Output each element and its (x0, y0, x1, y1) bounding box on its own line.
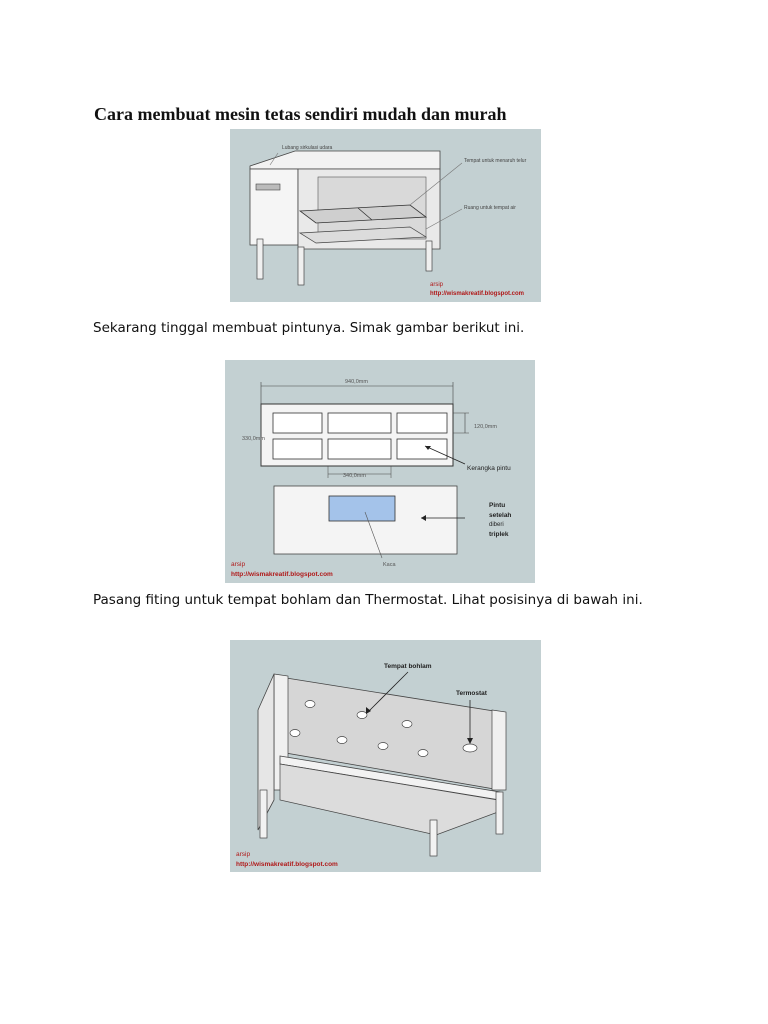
dim-bottom: 340,0mm (343, 473, 366, 479)
dim-height: 330,0mm (242, 436, 265, 442)
door-frame-drawing: 940,0mm 330,0mm 120,0mm 340,0mm Kerangka… (231, 379, 511, 578)
credit-url: http://wismakreatif.blogspot.com (430, 291, 524, 297)
document-title: Cara membuat mesin tetas sendiri mudah d… (94, 104, 507, 124)
label-water-tray: Ruang untuk tempat air (464, 205, 516, 211)
credit-archive: arsip (430, 282, 444, 288)
figure-door-frame: 940,0mm 330,0mm 120,0mm 340,0mm Kerangka… (225, 360, 535, 583)
credit-archive: arsip (236, 851, 250, 858)
bulb-placement-drawing: Tempat bohlam Termostat arsip http://wis… (236, 663, 507, 868)
label-vent: Lubang sirkulasi udara (282, 145, 333, 151)
thermostat (462, 743, 478, 753)
label-thermostat: Termostat (456, 690, 488, 697)
figure-bulb-placement: Tempat bohlam Termostat arsip http://wis… (230, 640, 541, 872)
credit-url: http://wismakreatif.blogspot.com (231, 571, 333, 578)
credit-url: http://wismakreatif.blogspot.com (236, 861, 338, 868)
label-egg-tray: Tempat untuk menaruh telur (464, 158, 527, 164)
label-door-line4: triplek (489, 531, 509, 538)
bulb-holders (289, 700, 429, 757)
label-door-frame: Kerangka pintu (467, 465, 511, 472)
paragraph-fitting: Pasang fiting untuk tempat bohlam dan Th… (93, 592, 643, 608)
label-door-line1: Pintu (489, 502, 505, 509)
dim-width: 940,0mm (345, 379, 368, 385)
paragraph-door: Sekarang tinggal membuat pintunya. Simak… (93, 320, 525, 336)
label-glass: Kaca (383, 562, 396, 568)
dim-inner: 120,0mm (474, 424, 497, 430)
credit-archive: arsip (231, 561, 245, 568)
label-door-line3: diberi (489, 522, 504, 528)
incubator-box-drawing: Lubang sirkulasi udara Tempat untuk mena… (249, 145, 527, 297)
label-door-line2: setelah (489, 512, 511, 519)
label-bulb-holder: Tempat bohlam (384, 663, 432, 670)
figure-incubator-box: Lubang sirkulasi udara Tempat untuk mena… (230, 129, 541, 302)
